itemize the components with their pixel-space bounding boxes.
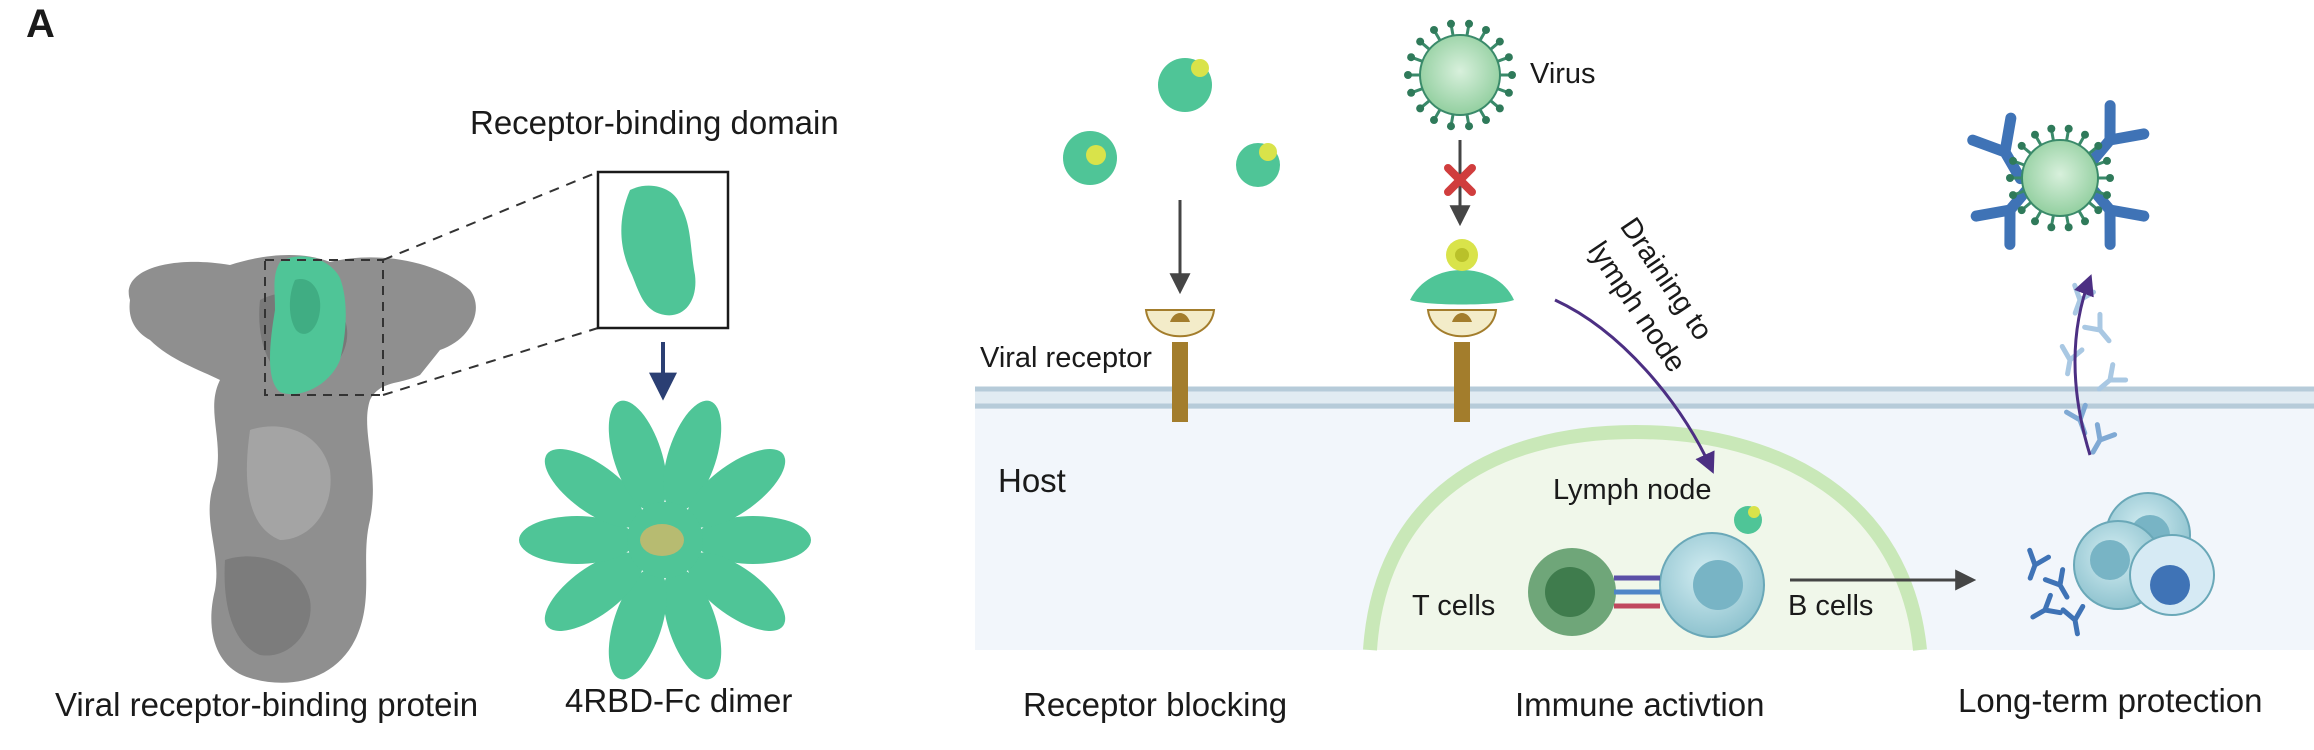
caption-immune-activation: Immune activtion xyxy=(1515,686,1765,723)
panel-label: A xyxy=(26,2,55,46)
rbd-structure xyxy=(621,185,696,316)
virus-icon xyxy=(1404,19,1516,131)
t-cell xyxy=(1528,548,1616,636)
cell-synapse xyxy=(1614,575,1660,609)
cell-membrane xyxy=(975,386,2314,409)
viral-receptor-1 xyxy=(1144,309,1216,422)
lymph-dimer xyxy=(1734,506,1762,534)
b-cells-label: B cells xyxy=(1788,590,1874,622)
caption-receptor-blocking: Receptor blocking xyxy=(1023,686,1288,723)
draining-arrow xyxy=(1554,298,1715,474)
caption-long-term-protection: Long-term protection xyxy=(1958,682,2263,719)
neutralized-virus xyxy=(2006,124,2114,232)
host-label: Host xyxy=(998,462,1066,499)
zoom-box xyxy=(264,259,384,396)
lymph-node-label: Lymph node xyxy=(1553,474,1712,506)
protein-caption: Viral receptor-binding protein xyxy=(55,686,479,723)
t-cells-label: T cells xyxy=(1412,590,1496,622)
memory-cells xyxy=(2073,492,2215,616)
zoom-line-bottom xyxy=(382,327,599,396)
dimer-caption: 4RBD-Fc dimer xyxy=(565,682,793,719)
dimer-small-3 xyxy=(1236,143,1280,187)
zoom-line-top xyxy=(382,171,599,261)
receptor-label: Viral receptor xyxy=(980,342,1152,374)
dimer-small-2 xyxy=(1063,131,1117,185)
rbd-label: Receptor-binding domain xyxy=(470,104,839,141)
dimer-structure xyxy=(519,400,811,680)
viral-receptor-2 xyxy=(1426,309,1498,422)
virus-label: Virus xyxy=(1530,58,1596,90)
antibody-arrow xyxy=(2073,274,2094,456)
block-x-icon xyxy=(1444,164,1476,196)
bound-dimer xyxy=(1410,239,1514,305)
dimer-small-1 xyxy=(1158,58,1212,112)
spike-protein xyxy=(128,254,476,683)
lymph-node-region xyxy=(1363,424,1927,651)
b-cell xyxy=(1659,532,1765,638)
